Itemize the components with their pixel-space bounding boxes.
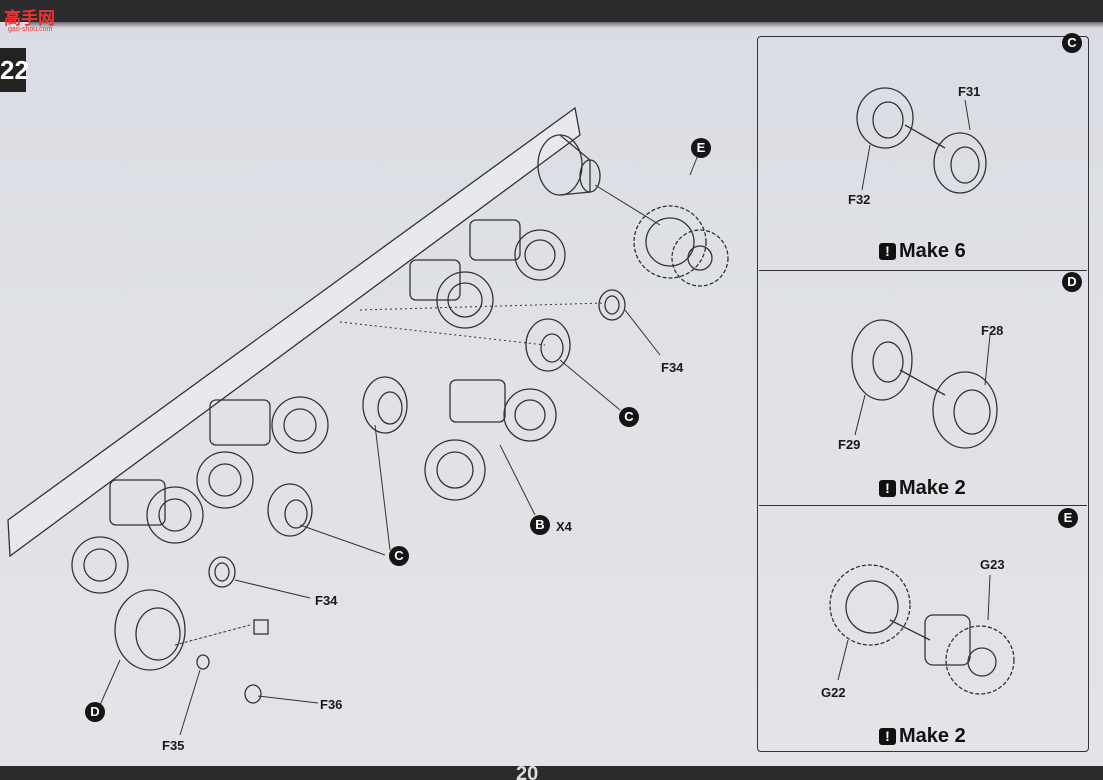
hub-cap-icon: [244, 684, 262, 704]
panel-divider-2: [759, 505, 1087, 506]
sub-d-part-f28: F28: [981, 323, 1004, 338]
callout-e-main: E: [691, 138, 711, 158]
part-label-f36: F36: [320, 697, 343, 712]
b-count-label: X4: [556, 519, 572, 534]
cap-icon: [196, 654, 210, 670]
warning-icon: !: [879, 243, 896, 260]
sub-e-make-label: Make 2: [899, 725, 966, 747]
sub-e-badge: E: [1058, 508, 1078, 528]
sub-d-part-f29: F29: [838, 437, 861, 452]
road-wheel-icon: [114, 318, 571, 671]
sub-e-make: ! Make 2: [879, 725, 966, 748]
suspension-bogie-icon: [71, 219, 566, 594]
part-label-f34-bottom: F34: [315, 593, 338, 608]
subassembly-panel: [757, 36, 1089, 752]
callout-c-1: C: [619, 407, 639, 427]
sub-d-make-label: Make 2: [899, 477, 966, 499]
sprocket-assembly-icon: [829, 564, 1015, 695]
callout-c-2: C: [389, 546, 409, 566]
callout-d-main: D: [85, 702, 105, 722]
part-label-f35: F35: [162, 738, 185, 753]
warning-icon: !: [879, 728, 896, 745]
sub-e-part-g22: G22: [821, 685, 846, 700]
sub-d-make: ! Make 2: [879, 477, 966, 500]
drive-sprocket-icon: [633, 205, 729, 287]
sub-e-part-g23: G23: [980, 557, 1005, 572]
top-shadow: [0, 0, 1103, 22]
sub-c-part-f31: F31: [958, 84, 981, 99]
page-edge: [30, 22, 1103, 28]
step-number: 22: [0, 48, 29, 92]
watermark-logo: 高手网: [4, 9, 55, 29]
panel-divider-1: [759, 270, 1087, 271]
sub-c-make: ! Make 6: [879, 240, 966, 263]
sub-c-badge: C: [1062, 33, 1082, 53]
part-label-f34-top: F34: [661, 360, 684, 375]
sub-d-badge: D: [1062, 272, 1082, 292]
callout-b: B: [530, 515, 550, 535]
no-glue-icon: [253, 619, 269, 635]
bottom-shadow: [0, 766, 1103, 780]
page-number: 20: [516, 763, 539, 780]
idler-wheel-icon: [856, 87, 987, 194]
sprocket-hub-icon: [537, 134, 601, 196]
road-wheel-pair-icon: [851, 319, 998, 449]
bearing-icon: [208, 289, 626, 588]
warning-icon: !: [879, 480, 896, 497]
sub-c-part-f32: F32: [848, 192, 871, 207]
sub-c-make-label: Make 6: [899, 240, 966, 262]
watermark-url: gao-shou.com: [8, 26, 53, 33]
